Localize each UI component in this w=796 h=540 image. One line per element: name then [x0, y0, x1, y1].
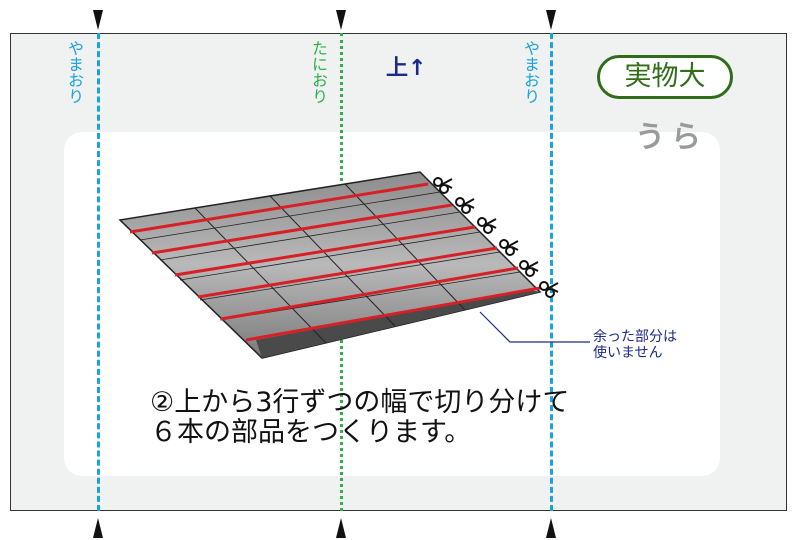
fold-marker-top-right — [546, 10, 556, 30]
valley-fold-label: たにおり — [309, 40, 328, 104]
leftover-note-line-1: 余った部分は — [593, 329, 677, 345]
mountain-fold-label-right: やまおり — [521, 40, 540, 104]
fold-marker-bottom-left — [93, 518, 103, 538]
fold-marker-top-left — [93, 10, 103, 30]
leftover-note: 余った部分は 使いません — [593, 329, 677, 361]
mountain-fold-line-right — [550, 33, 553, 511]
instruction-line-1: ②上から3行ずつの幅で切り分けて — [150, 387, 570, 418]
scissors-icon — [433, 177, 559, 298]
actual-size-badge: 実物大 — [597, 55, 733, 99]
leftover-note-line-2: 使いません — [593, 345, 663, 361]
fold-marker-bottom-right — [546, 518, 556, 538]
fold-marker-bottom-center — [336, 518, 346, 538]
mountain-fold-line-left — [97, 33, 100, 511]
mountain-fold-label-left: やまおり — [65, 40, 84, 104]
instruction-text: ②上から3行ずつの幅で切り分けて ６本の部品をつくります。 — [150, 388, 569, 448]
leftover-strip — [256, 290, 540, 358]
top-direction-indicator: 上↑ — [386, 56, 427, 81]
back-side-label: うら — [635, 120, 707, 155]
fold-marker-top-center — [336, 10, 346, 30]
instruction-line-2: ６本の部品をつくります。 — [150, 417, 472, 448]
note-leader-line — [479, 311, 590, 343]
cut-lines — [129, 182, 541, 342]
